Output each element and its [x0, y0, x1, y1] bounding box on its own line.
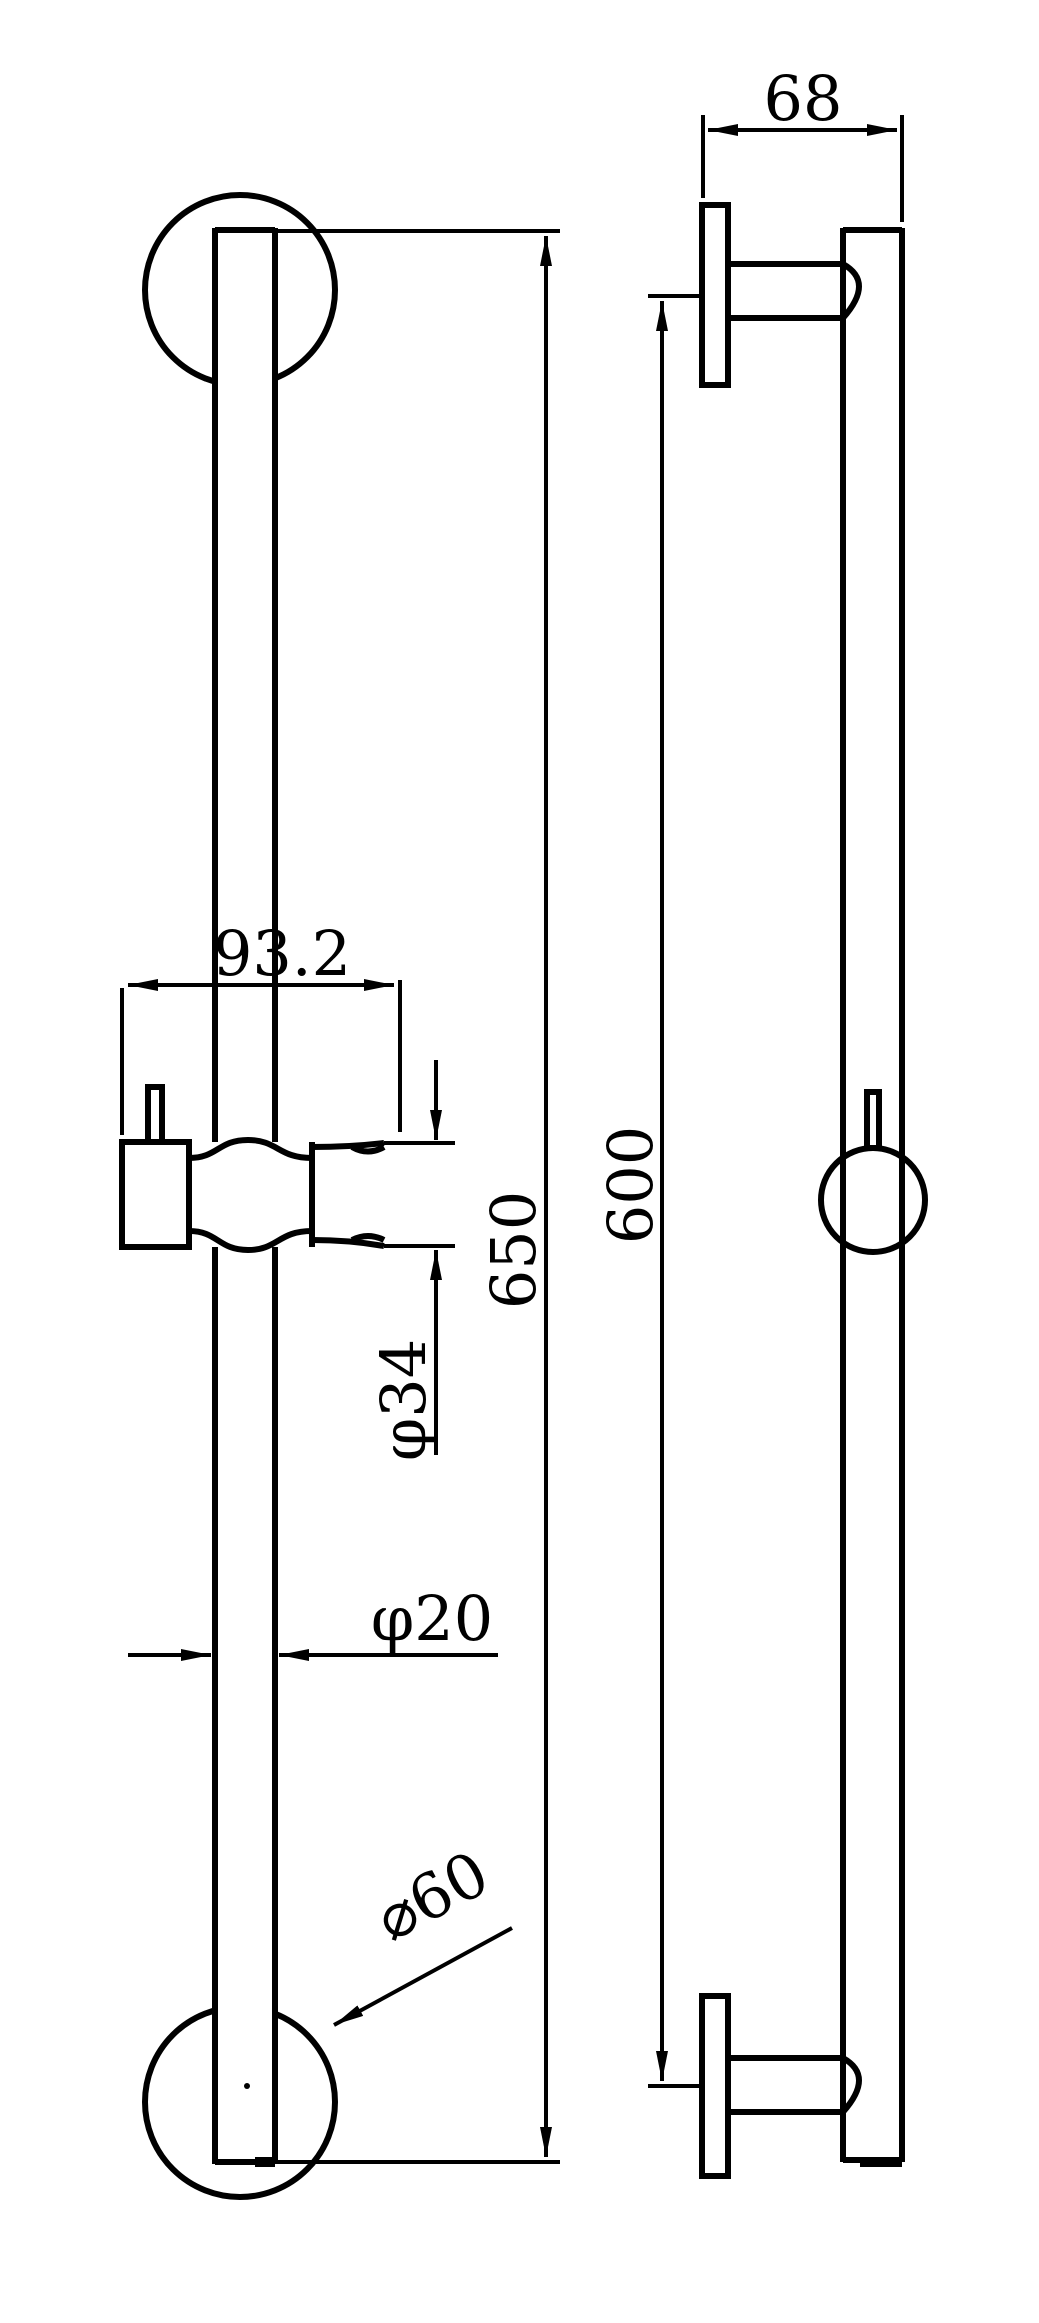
dimension-overall-length: 650 [278, 229, 560, 2164]
dimension-mount-spacing: 600 [594, 294, 702, 2088]
side-rail [840, 227, 905, 2167]
slider-width-label: 93.2 [213, 917, 351, 990]
side-bottom-bracket [699, 1993, 862, 2179]
dimension-flange-diameter: ⌀60 [333, 1837, 513, 2027]
dimension-slider-diameter: φ34 [367, 1060, 455, 1461]
mount-spacing-label: 600 [594, 1126, 667, 1244]
dimension-projection: 68 [701, 62, 904, 222]
slider-diameter-label: φ34 [367, 1339, 440, 1461]
side-view: 68 600 [594, 62, 928, 2179]
dimension-rail-diameter: φ20 [128, 1582, 498, 1661]
dimension-slider-width: 93.2 [120, 917, 402, 1135]
side-slider-holder [818, 1089, 928, 1255]
flange-diameter-label: ⌀60 [363, 1837, 500, 1956]
projection-label: 68 [764, 62, 843, 135]
overall-length-label: 650 [477, 1191, 550, 1309]
rail-diameter-label: φ20 [371, 1582, 493, 1655]
side-top-bracket [699, 202, 862, 388]
front-view: 93.2 φ34 φ20 ⌀60 650 [119, 192, 560, 2200]
slider-holder [119, 1084, 386, 1254]
